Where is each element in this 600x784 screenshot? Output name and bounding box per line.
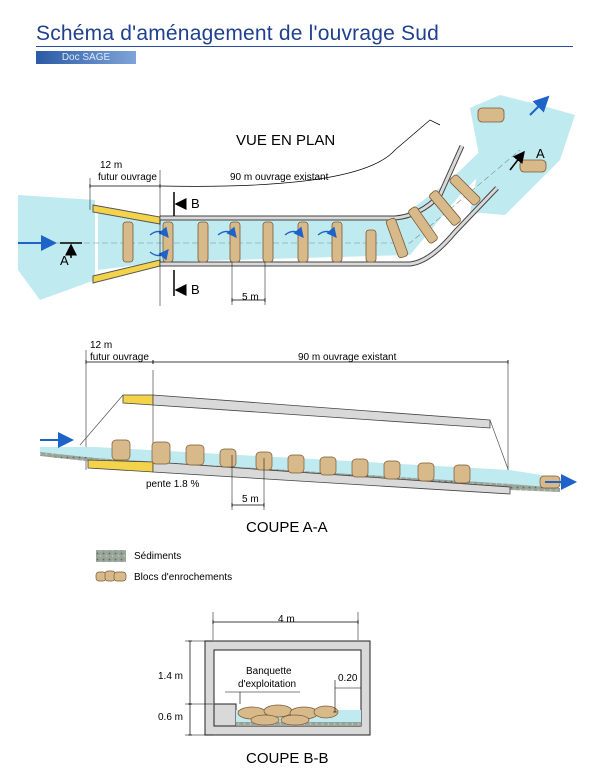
legend-rock-swatch: [95, 570, 127, 582]
plan-flow-swirls: [149, 226, 337, 261]
plan-section-a-label-left: A: [60, 253, 69, 268]
aa-existing-label: 90 m ouvrage existant: [298, 352, 397, 363]
plan-rock-blocks: [122, 107, 547, 263]
plan-section-b-top: [174, 192, 186, 216]
legend-sediment-label: Sédiments: [134, 551, 182, 562]
plan-axis: [30, 149, 521, 244]
aa-existing-roof: [152, 394, 491, 429]
bb-offset-label: 0.20: [338, 673, 358, 684]
plan-outflow-arrow: [529, 95, 550, 116]
legend-rock-label: Blocs d'enrochements: [134, 572, 233, 583]
bb-dim-offset: [335, 680, 361, 712]
bb-title: COUPE B-B: [246, 750, 329, 767]
plan-view: [18, 95, 575, 306]
aa-title: COUPE A-A: [246, 519, 328, 536]
aa-future-length: 12 m: [90, 340, 113, 351]
legend: [95, 550, 127, 582]
aa-future-floor: [87, 459, 154, 473]
doc-badge: Doc SAGE: [36, 51, 136, 64]
section-bb: [185, 612, 371, 736]
aa-future-label: futur ouvrage: [90, 352, 149, 363]
bb-width-label: 4 m: [278, 614, 295, 625]
bb-banquette-label-1: Banquette: [246, 666, 292, 677]
page-title: Schéma d'aménagement de l'ouvrage Sud: [36, 22, 440, 45]
plan-section-b-bottom: [174, 270, 186, 296]
bb-upper-height-label: 1.4 m: [158, 671, 184, 682]
plan-section-a-left: [60, 243, 82, 258]
plan-section-b-label-top: B: [191, 196, 200, 211]
bb-banquette-leader: [225, 691, 300, 704]
section-aa: [40, 350, 577, 510]
plan-upstream-water: [18, 195, 95, 300]
plan-view-title: VUE EN PLAN: [236, 132, 336, 149]
plan-section-a-label-right: A: [536, 146, 545, 161]
plan-dim-existing: [159, 119, 441, 187]
bb-lower-height-label: 0.6 m: [158, 712, 184, 723]
aa-future-roof: [122, 394, 154, 406]
plan-future-length: 12 m: [100, 160, 123, 171]
legend-sediment-swatch: [96, 550, 126, 562]
aa-rock-blocks: [111, 439, 561, 489]
bb-banquette: [213, 703, 237, 727]
bb-banquette-label-2: d'exploitation: [238, 679, 297, 690]
plan-section-a-right: [509, 150, 525, 171]
aa-slope-label: pente 1.8 %: [146, 479, 200, 490]
plan-future-label: futur ouvrage: [98, 172, 157, 183]
title-underline: [36, 46, 573, 47]
plan-existing-label: 90 m ouvrage existant: [230, 172, 329, 183]
bb-rock-blocks: [237, 704, 339, 726]
aa-spacing-label: 5 m: [242, 494, 259, 505]
plan-section-b-label-bottom: B: [191, 282, 200, 297]
plan-spacing-label: 5 m: [242, 292, 259, 303]
